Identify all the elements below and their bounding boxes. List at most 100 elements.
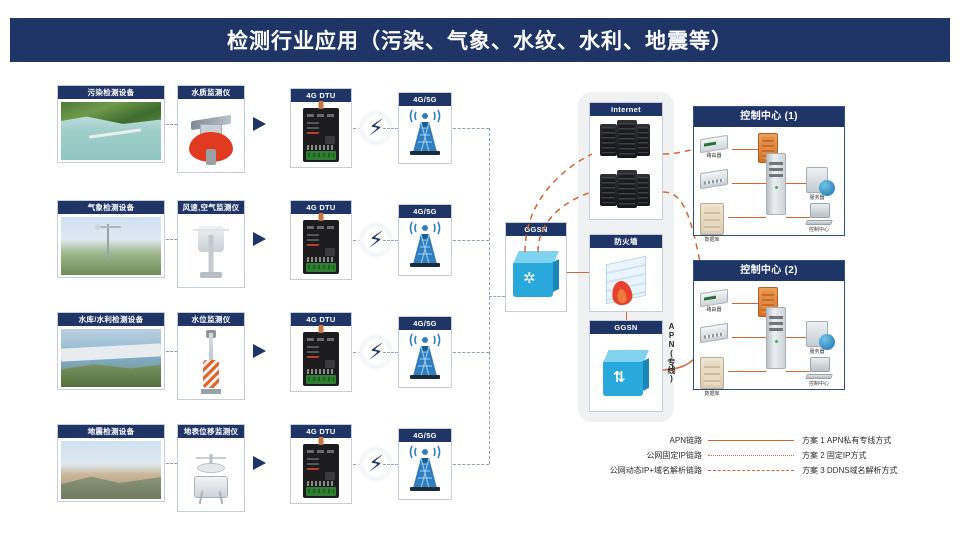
sensor-figure-4	[178, 438, 244, 512]
cc2-database-label: 数据库	[704, 391, 720, 397]
cc2-tower-node	[766, 307, 786, 369]
site-photo-3	[58, 326, 164, 390]
cc1-database-node: 数据库	[700, 203, 724, 243]
arrow-sensor-dtu-4	[253, 456, 266, 470]
link-ggsn-firewall	[567, 272, 589, 273]
arrow-sensor-dtu-3	[253, 344, 266, 358]
legend-name-0: APN链路	[669, 436, 702, 445]
cc1-database-label: 数据库	[704, 237, 720, 243]
cc2-server-node: 服务器	[806, 321, 835, 355]
sensor-card-2: 风速,空气监测仪	[177, 200, 245, 288]
sensor-label-1: 水质监测仪	[178, 86, 244, 99]
link-tower-bus-1	[453, 128, 489, 129]
cc1-router-node: 路由器	[700, 134, 728, 159]
legend-swatch-solid	[708, 440, 794, 441]
control-center-title-2: 控制中心 (2)	[694, 261, 844, 281]
site-photo-1	[58, 99, 164, 163]
dtu-device-icon	[303, 213, 339, 274]
page-title-bar: 检测行业应用（污染、气象、水纹、水利、地震等）	[10, 18, 950, 62]
dtu-device-icon	[303, 325, 339, 386]
legend: APN链路 方案 1 APN私有专线方式 公网固定IP链路 方案 2 固定IP方…	[556, 433, 898, 478]
reservoir-dam-photo	[61, 329, 161, 387]
legend-swatch-dashed	[708, 470, 794, 471]
cc2-server-label: 服务器	[809, 349, 825, 355]
cell-tower-icon	[397, 108, 453, 156]
switch-icon	[700, 322, 728, 344]
cc1-tower-node	[766, 153, 786, 215]
site-label-1: 污染检测设备	[58, 86, 164, 99]
pollution-river-photo	[61, 102, 161, 160]
network-label-2: 4G/5G	[399, 205, 451, 218]
link-bolt-tower-1	[383, 128, 398, 129]
legend-desc-1: 方案 2 固定IP方式	[802, 451, 867, 460]
link-site-sensor-4	[166, 463, 177, 464]
cc2-router-node: 路由器	[700, 288, 728, 313]
control-center-body-1: 路由器 服务器 数据库	[694, 127, 844, 243]
dtu-card-4: 4G DTU	[290, 424, 352, 504]
workstation-icon	[805, 203, 833, 225]
ggsn-core-figure: ⇅	[590, 334, 662, 412]
ggsn-cube-icon: ⇅	[603, 350, 649, 396]
dtu-card-3: 4G DTU	[290, 312, 352, 392]
apn-link-label: APN(专线)	[667, 322, 676, 383]
link-tower-bus-3	[453, 352, 489, 353]
link-tower-bus-2	[453, 240, 489, 241]
weather-field-photo	[61, 217, 161, 275]
firewall-card: 防火墙	[589, 234, 663, 312]
sensor-card-3: 水位监测仪	[177, 312, 245, 400]
network-label-1: 4G/5G	[399, 93, 451, 106]
network-card-1: 4G/5G	[398, 92, 452, 164]
wind-air-monitor-icon	[178, 214, 244, 288]
dtu-figure-1	[291, 101, 351, 168]
network-card-3: 4G/5G	[398, 316, 452, 388]
link-site-sensor-3	[166, 351, 177, 352]
legend-name-1: 公网固定IP链路	[646, 451, 702, 460]
cc2-console-node: 控制中心	[805, 357, 833, 387]
router-icon	[700, 134, 728, 154]
network-card-4: 4G/5G	[398, 428, 452, 500]
site-card-3: 水库/水利检测设备	[57, 312, 165, 390]
legend-row: 公网动态IP+域名解析链路 方案 3 DDNS域名解析方式	[556, 463, 898, 478]
cc1-router-label: 路由器	[706, 153, 722, 159]
internet-label: Internet	[590, 103, 662, 116]
cc1-switch-node	[700, 168, 728, 190]
network-figure-4	[399, 442, 451, 500]
workstation-icon	[805, 357, 833, 379]
switch-icon	[700, 168, 728, 190]
sensor-label-3: 水位监测仪	[178, 313, 244, 326]
wireless-bolt-2: ⚡	[359, 223, 393, 257]
sensor-card-4: 地表位移监测仪	[177, 424, 245, 512]
cc2-database-node: 数据库	[700, 357, 724, 397]
dtu-label-4: 4G DTU	[291, 425, 351, 438]
site-photo-2	[58, 214, 164, 278]
internet-card: Internet	[589, 102, 663, 220]
cell-tower-icon	[397, 444, 453, 492]
legend-row: APN链路 方案 1 APN私有专线方式	[556, 433, 898, 448]
dtu-label-2: 4G DTU	[291, 201, 351, 214]
control-center-title-1: 控制中心 (1)	[694, 107, 844, 127]
arrow-sensor-dtu-2	[253, 232, 266, 246]
sensor-card-1: 水质监测仪	[177, 85, 245, 173]
cell-tower-icon	[397, 332, 453, 380]
earthquake-site-photo	[61, 441, 161, 499]
cc1-console-node: 控制中心	[805, 203, 833, 233]
control-center-card-1: 控制中心 (1) 路由器	[693, 106, 845, 243]
site-card-4: 地震检测设备	[57, 424, 165, 502]
link-tower-bus-4	[453, 464, 489, 465]
dtu-card-2: 4G DTU	[290, 200, 352, 280]
server-tower-icon	[766, 153, 786, 215]
legend-swatch-dotted	[708, 455, 794, 456]
internet-figure	[590, 116, 662, 220]
site-label-2: 气象检测设备	[58, 201, 164, 214]
server-icon	[806, 167, 835, 196]
sensor-label-4: 地表位移监测仪	[178, 425, 244, 438]
link-site-sensor-1	[166, 124, 177, 125]
dtu-device-icon	[303, 101, 339, 162]
arrow-sensor-dtu-1	[253, 117, 266, 131]
page-title: 检测行业应用（污染、气象、水纹、水利、地震等）	[227, 30, 733, 53]
legend-desc-0: 方案 1 APN私有专线方式	[802, 436, 892, 445]
network-figure-1	[399, 106, 451, 164]
cc2-switch-node	[700, 322, 728, 344]
site-photo-4	[58, 438, 164, 502]
